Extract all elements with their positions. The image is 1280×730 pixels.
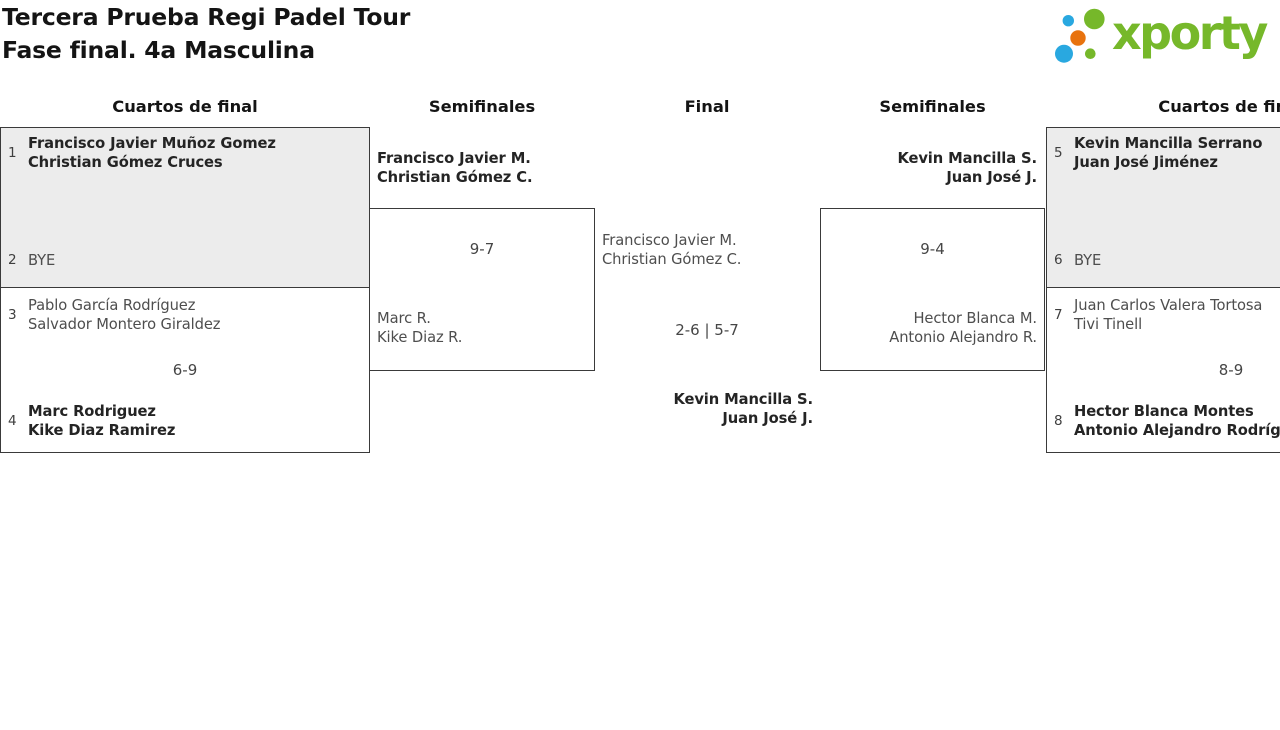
team-name: Francisco Javier M. Christian Gómez C. — [377, 150, 533, 186]
match-box-qf-left — [0, 127, 370, 453]
xporty-wordmark: xporty — [1112, 6, 1268, 60]
team-name: Pablo García Rodríguez Salvador Montero … — [28, 297, 221, 333]
seed-number: 5 — [1054, 144, 1063, 161]
match-score: 8-9 — [1218, 361, 1244, 379]
team-row: 5 Kevin Mancilla Serrano Juan José Jimén… — [1054, 134, 1262, 172]
match-box-sf-left — [369, 208, 595, 371]
match-box-sf-right — [820, 208, 1045, 371]
team-name: Kevin Mancilla S. Juan José J. — [673, 391, 813, 427]
match-score: 2-6 | 5-7 — [675, 321, 739, 339]
match-box-qf-right-1 — [1047, 128, 1280, 288]
round-header-sf-right: Semifinales — [879, 97, 986, 116]
seed-number: 1 — [8, 144, 17, 161]
team-name: Kevin Mancilla S. Juan José J. — [897, 150, 1037, 186]
seed-number: 2 — [8, 252, 17, 268]
match-box-qf-right — [1046, 127, 1280, 453]
team-row: 6 BYE — [1054, 251, 1101, 270]
seed-number: 8 — [1054, 412, 1063, 429]
team-row: 8 Hector Blanca Montes Antonio Alejandro… — [1054, 402, 1280, 440]
seed-number: 6 — [1054, 252, 1063, 268]
match-score: 9-4 — [920, 240, 945, 258]
team-name: Francisco Javier Muñoz Gomez Christian G… — [28, 135, 276, 171]
team-name: Francisco Javier M. Christian Gómez C. — [602, 232, 742, 268]
team-name: Juan Carlos Valera Tortosa Tivi Tinell — [1074, 297, 1263, 333]
round-header-final: Final — [684, 97, 730, 116]
team-row: 2 BYE — [8, 251, 55, 270]
round-header-qf-right: Cuartos de final — [1158, 97, 1280, 116]
seed-number: 4 — [8, 412, 17, 429]
page-title: Tercera Prueba Regi Padel Tour — [2, 3, 411, 31]
team-name: BYE — [1074, 252, 1102, 269]
match-score: 6-9 — [172, 361, 198, 379]
xporty-logo-dots-icon — [1055, 8, 1105, 63]
team-name: Marc Rodriguez Kike Diaz Ramirez — [28, 403, 176, 439]
page-subtitle: Fase final. 4a Masculina — [2, 36, 315, 64]
round-header-qf-left: Cuartos de final — [112, 97, 258, 116]
team-name: Hector Blanca M. Antonio Alejandro R. — [889, 310, 1037, 346]
round-header-sf-left: Semifinales — [428, 97, 536, 116]
team-row: 7 Juan Carlos Valera Tortosa Tivi Tinell — [1054, 296, 1262, 334]
match-box-qf-left-1 — [1, 128, 369, 288]
seed-number: 3 — [8, 306, 17, 323]
team-name: Hector Blanca Montes Antonio Alejandro R… — [1074, 403, 1280, 439]
team-row: 1 Francisco Javier Muñoz Gomez Christian… — [8, 134, 276, 172]
team-row: 3 Pablo García Rodríguez Salvador Monter… — [8, 296, 221, 334]
team-name: Kevin Mancilla Serrano Juan José Jiménez — [1074, 135, 1263, 171]
team-row: 4 Marc Rodriguez Kike Diaz Ramirez — [8, 402, 175, 440]
page-title-block: Tercera Prueba Regi Padel Tour Fase fina… — [2, 1, 410, 67]
team-name: Marc R. Kike Diaz R. — [377, 310, 463, 346]
seed-number: 7 — [1054, 306, 1063, 323]
team-name: BYE — [28, 252, 56, 269]
match-score: 9-7 — [469, 240, 495, 258]
